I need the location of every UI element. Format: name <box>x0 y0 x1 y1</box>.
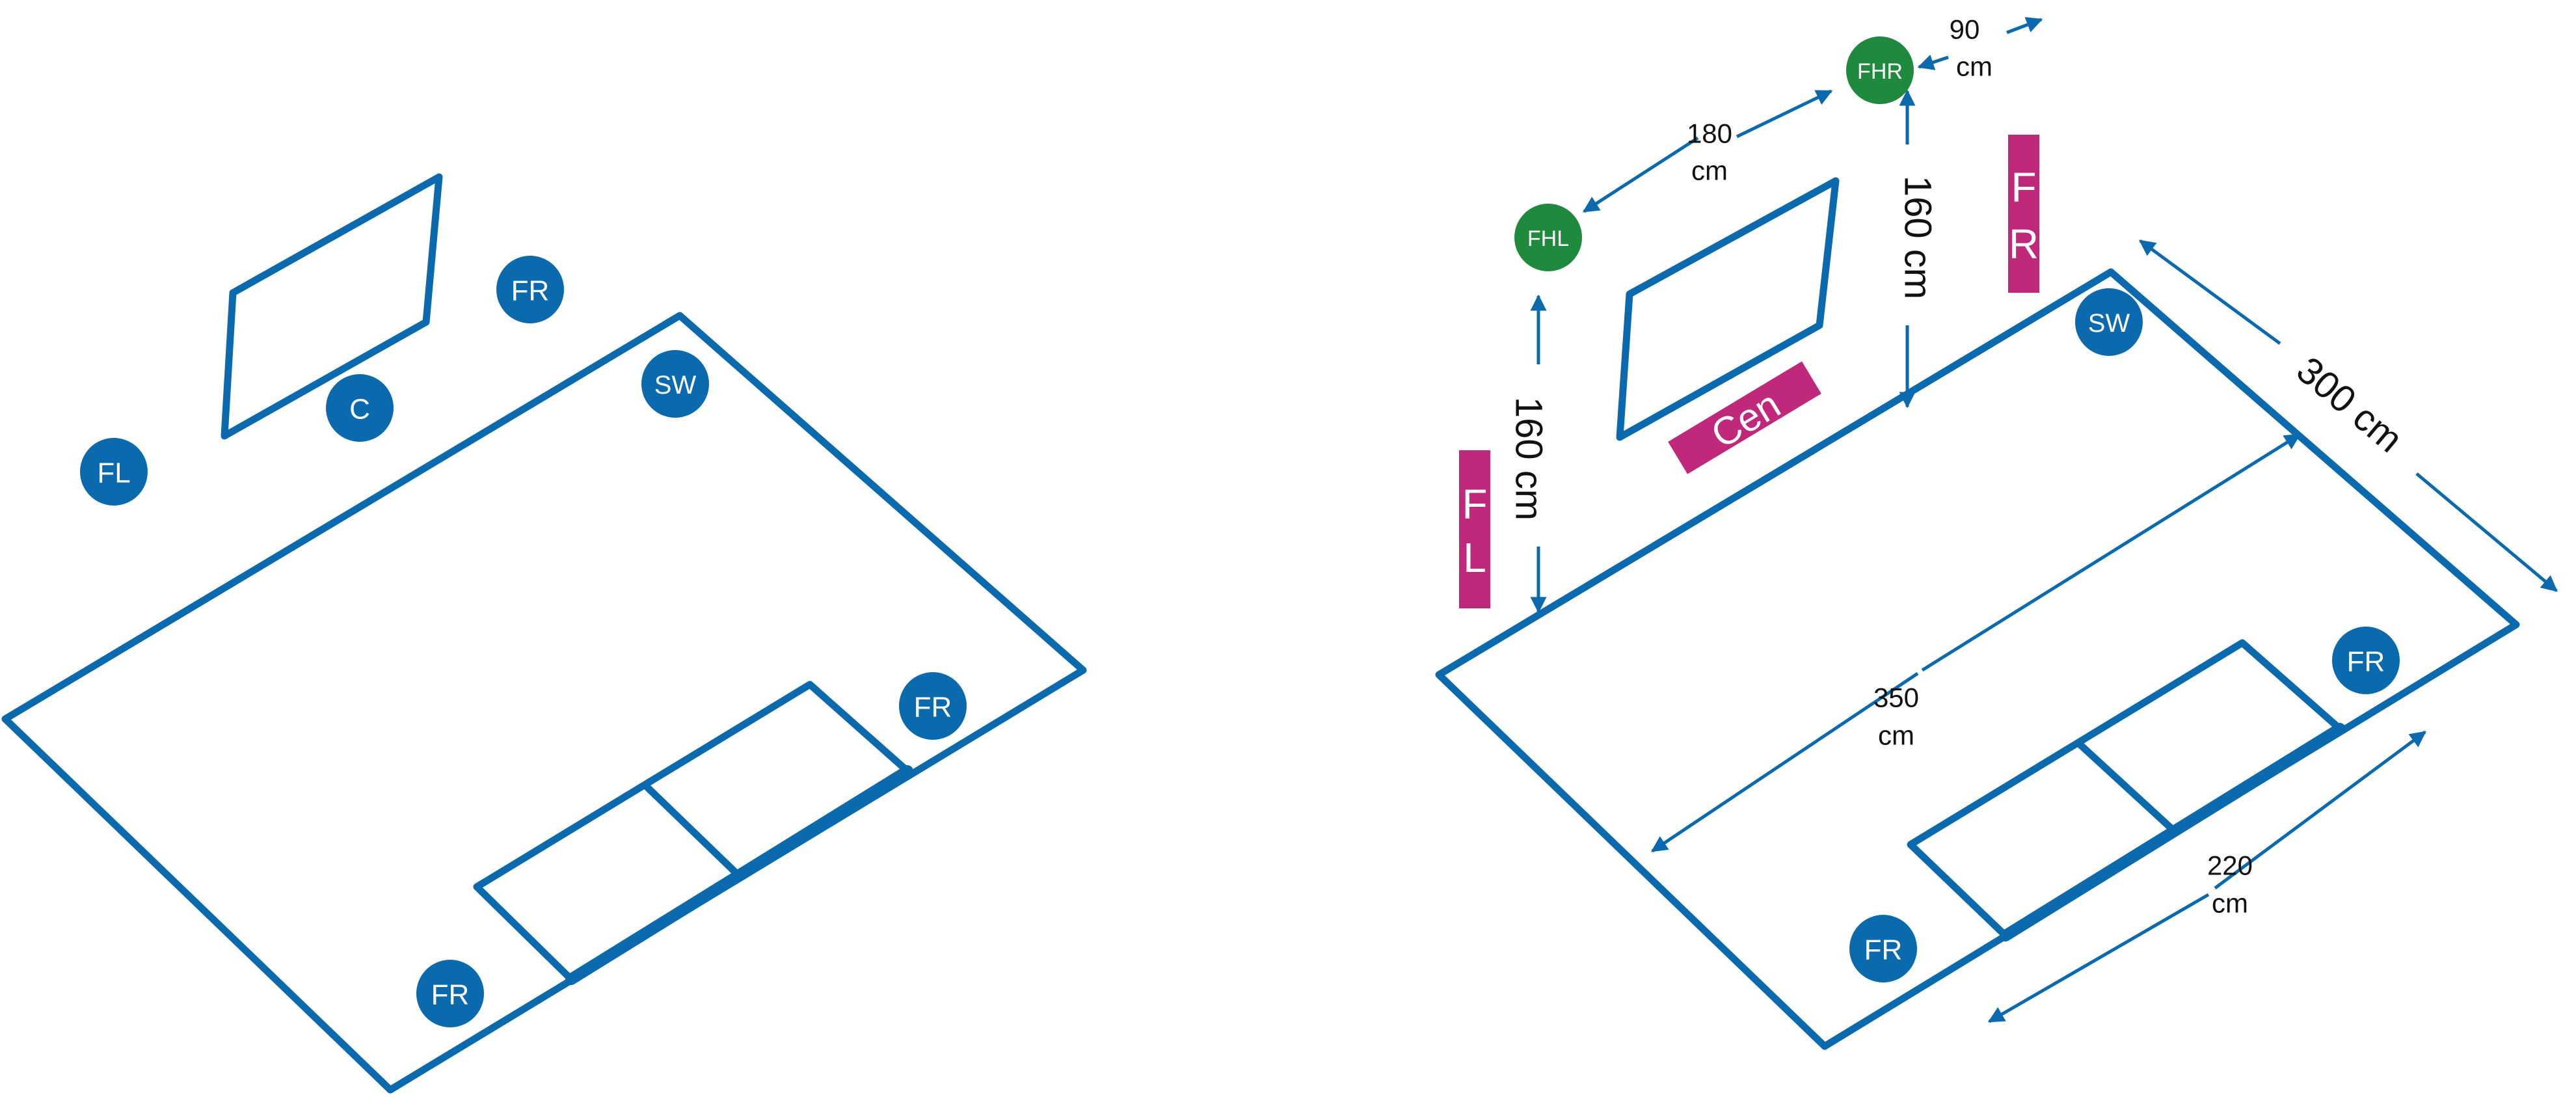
right-room-diagram: 180 cm 90 cm 160 cm 160 cm 300 cm 350 <box>1435 14 2558 1050</box>
dim-line <box>2214 730 2427 890</box>
dim-line <box>1736 89 1833 139</box>
dim-fhl-height: 160 cm <box>1508 294 1550 614</box>
tag-letter: R <box>2009 221 2039 267</box>
speaker-label: FR <box>2347 646 2385 678</box>
speaker-label: FR <box>511 275 550 307</box>
left-speaker-c: C <box>326 374 394 442</box>
right-tv-screen <box>1616 177 1840 441</box>
dim-line <box>1921 433 2301 672</box>
dim-fhr-wall: 90 cm <box>1917 14 2043 82</box>
right-speaker-sw: SW <box>2075 288 2143 356</box>
speaker-icon <box>2075 288 2143 356</box>
left-speaker-fr-bottom: FR <box>416 960 484 1027</box>
dim-line <box>1917 55 1949 70</box>
left-sofa-front-edge <box>565 765 913 985</box>
speaker-icon <box>1846 36 1914 104</box>
left-speaker-fr-top: FR <box>496 256 564 323</box>
speaker-label: FL <box>97 457 130 489</box>
speaker-icon <box>1849 915 1917 982</box>
dim-value: 350 <box>1873 683 1919 713</box>
speaker-icon <box>899 672 967 740</box>
dim-line <box>1987 893 2210 1023</box>
speaker-label: SW <box>2088 309 2130 338</box>
dim-value: 90 <box>1950 14 1980 45</box>
right-speaker-fr-bottom: FR <box>1849 915 1917 982</box>
dim-line <box>1650 671 1919 853</box>
tag-letter: F <box>2011 164 2036 211</box>
dim-line <box>2006 17 2043 34</box>
speaker-label: FR <box>431 979 470 1011</box>
tag-background <box>2008 135 2039 293</box>
dim-unit: cm <box>1956 51 1992 82</box>
speaker-icon <box>2332 627 2400 694</box>
dim-value: 160 cm <box>1897 176 1939 299</box>
left-sofa-divider <box>641 781 742 879</box>
right-sofa <box>1907 639 2346 941</box>
speaker-icon <box>416 960 484 1027</box>
speaker-icon <box>1514 204 1582 271</box>
tag-fr: F R <box>2008 135 2039 293</box>
speaker-label: FHR <box>1857 59 1903 84</box>
speaker-label: SW <box>654 371 697 400</box>
dim-sofa-width: 220 cm <box>1987 730 2427 1023</box>
dim-fhl-fhr: 180 cm <box>1582 89 1833 213</box>
right-sofa-divider <box>2074 739 2177 833</box>
left-speaker-sw: SW <box>641 350 709 418</box>
left-room-outline <box>1 312 1087 1094</box>
tag-background <box>1459 450 1490 608</box>
right-speaker-fr-right: FR <box>2332 627 2400 694</box>
speaker-icon <box>496 256 564 323</box>
tag-fl: F L <box>1459 450 1490 608</box>
left-room-diagram: FL C FR SW FR FR <box>1 173 1087 1094</box>
dim-fhr-height: 160 cm <box>1897 89 1939 409</box>
left-speaker-fl: FL <box>80 438 148 506</box>
dim-unit: cm <box>1878 720 1914 751</box>
dim-line <box>2415 472 2558 592</box>
dim-value: 160 cm <box>1508 397 1550 521</box>
right-sofa-front-edge <box>2000 723 2346 941</box>
dim-line <box>1582 136 1699 213</box>
right-speaker-fhl: FHL <box>1514 204 1582 271</box>
speaker-icon <box>80 438 148 506</box>
dim-unit: cm <box>1691 156 1728 186</box>
right-room-outline <box>1435 268 2520 1050</box>
tag-background <box>1668 361 1821 474</box>
speaker-label: FR <box>1864 934 1903 966</box>
tag-letter: L <box>1463 534 1486 581</box>
right-speaker-fhr: FHR <box>1846 36 1914 104</box>
speaker-label: C <box>349 394 370 426</box>
speaker-label: FHL <box>1527 226 1569 251</box>
dim-line <box>2138 239 2281 345</box>
left-tv-screen <box>221 173 443 440</box>
speaker-label: FR <box>914 692 952 724</box>
dim-listening-distance: 350 cm <box>1650 433 2301 853</box>
dim-room-depth: 300 cm <box>2138 239 2558 592</box>
tag-letter: F <box>1462 481 1487 528</box>
left-speaker-fr-mid: FR <box>899 672 967 740</box>
dim-unit: cm <box>2212 888 2248 919</box>
speaker-icon <box>326 374 394 442</box>
left-sofa <box>473 681 913 985</box>
dim-value: 220 <box>2207 850 2253 881</box>
speaker-icon <box>641 350 709 418</box>
dim-value: 180 <box>1687 118 1732 149</box>
